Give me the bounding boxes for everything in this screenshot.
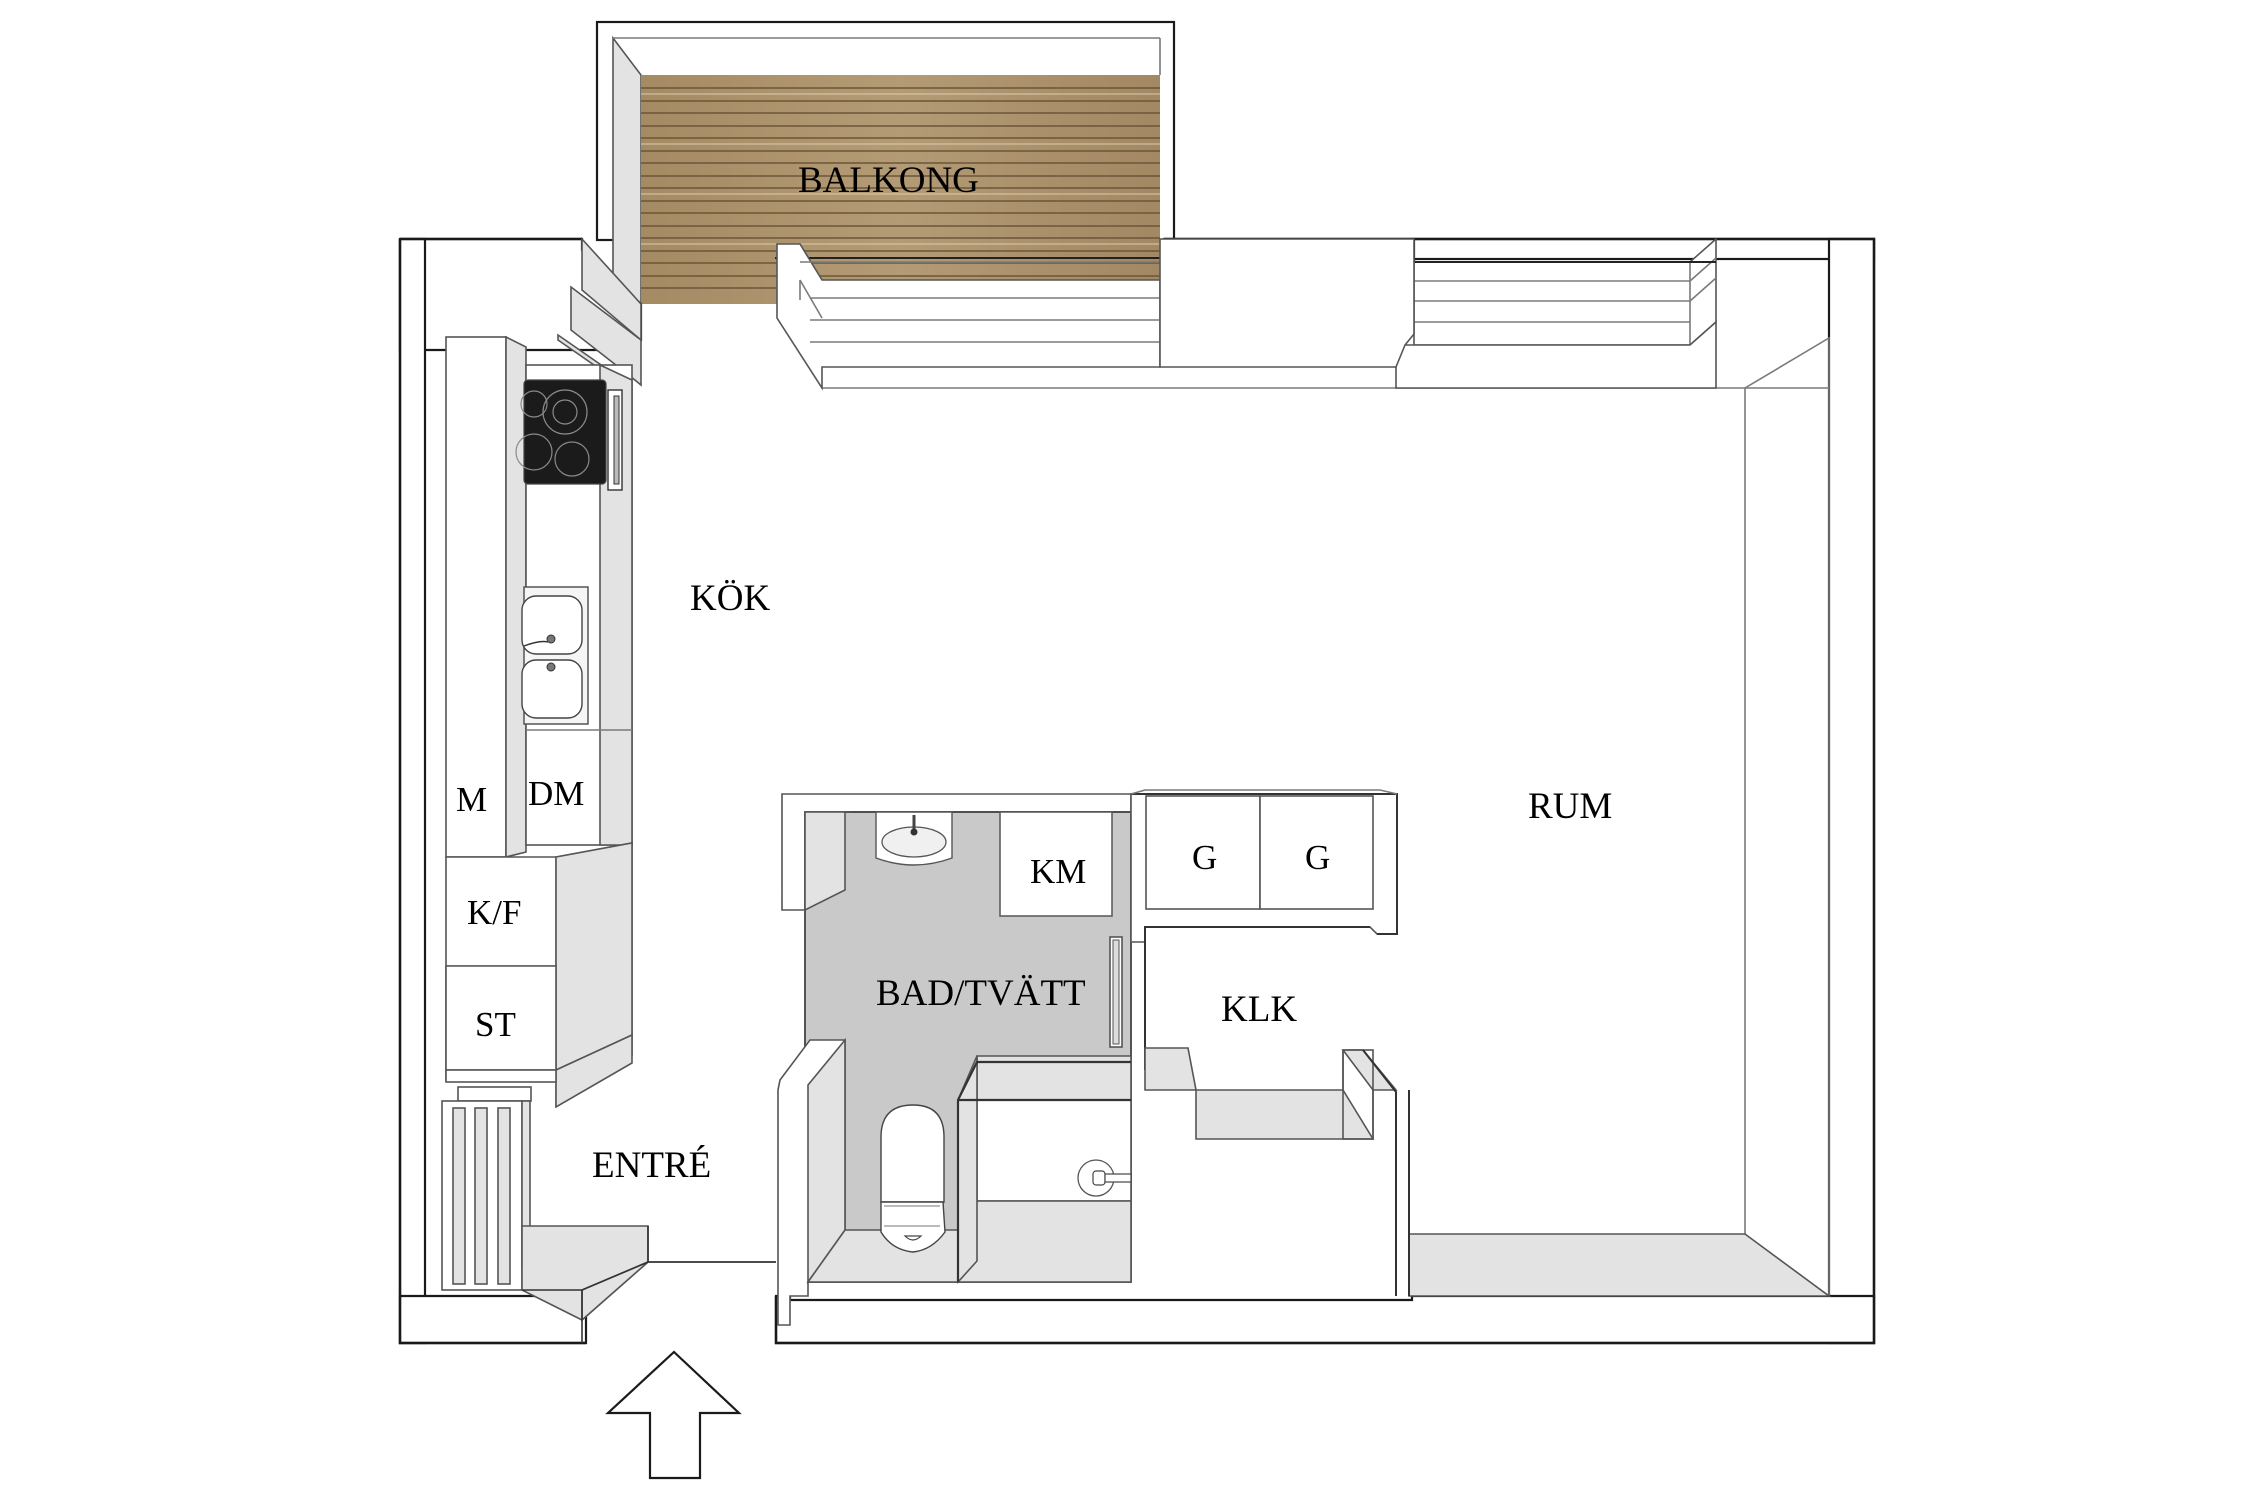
toilet-icon — [880, 1104, 946, 1253]
stove-icon — [515, 379, 623, 491]
label-balcony: BALKONG — [798, 160, 979, 201]
label-dishwasher: DM — [528, 774, 585, 813]
label-bath-laundry: BAD/TVÄTT — [876, 973, 1086, 1014]
entrance-arrow-icon — [605, 1350, 742, 1480]
window-rum — [1395, 237, 1717, 389]
kitchen — [441, 236, 776, 1343]
closet — [1130, 789, 1398, 1296]
label-kitchen: KÖK — [690, 578, 771, 619]
label-wardrobe-2: G — [1305, 838, 1331, 877]
label-washing-machine: KM — [1030, 852, 1087, 891]
balcony-door — [776, 238, 1415, 391]
label-cabinet: ST — [475, 1005, 516, 1044]
shower-icon — [956, 1055, 1132, 1285]
outer-frame — [398, 237, 1876, 1345]
living-room-walls — [776, 237, 1832, 1297]
double-sink-icon — [521, 586, 589, 725]
washing-machine — [999, 811, 1113, 917]
bathroom — [777, 793, 1132, 1326]
label-walk-in-closet: KLK — [1221, 989, 1298, 1030]
radiator-icon — [441, 1086, 532, 1291]
label-living-room: RUM — [1528, 786, 1613, 827]
label-fridge-freezer: K/F — [467, 893, 522, 932]
balcony — [595, 20, 1176, 305]
label-microwave: M — [456, 780, 488, 819]
label-entrance: ENTRÉ — [592, 1145, 712, 1186]
washbasin-icon — [875, 811, 953, 866]
label-wardrobe-1: G — [1192, 838, 1218, 877]
